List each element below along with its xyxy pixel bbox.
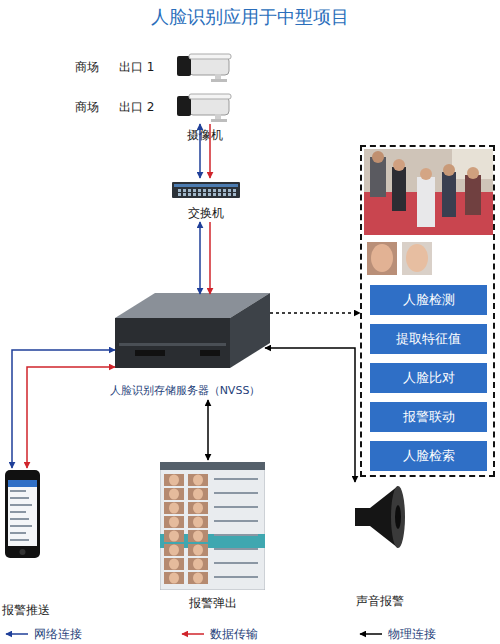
- server-icon-art: [115, 288, 270, 378]
- node-label: 出口 2: [119, 100, 154, 114]
- legend-sample: [182, 633, 204, 635]
- speaker-icon: 声音报警: [350, 482, 410, 552]
- process-label: 人脸检索: [403, 449, 455, 463]
- connector-arrow: [209, 222, 211, 294]
- connector-arrow: [265, 348, 355, 482]
- node-label: 交换机: [156, 206, 256, 220]
- legend-label: 数据传输: [210, 627, 258, 641]
- process-box: 人脸比对: [370, 363, 487, 393]
- switch-icon: 交换机: [172, 180, 240, 200]
- connector-arrow: [209, 124, 211, 178]
- node-label: 出口 1: [119, 60, 154, 74]
- alarm-popup-art: [160, 462, 265, 590]
- node-label: 人脸识别存储服务器（NVSS）: [85, 384, 285, 398]
- process-label: 人脸比对: [403, 371, 455, 385]
- connector-arrow: [199, 222, 201, 294]
- speaker-icon-art: [350, 482, 410, 552]
- caption-label: 摄像机: [155, 128, 255, 142]
- process-label: 报警联动: [403, 410, 455, 424]
- process-group: 人脸检测提取特征值人脸比对报警联动人脸检索: [360, 145, 495, 477]
- switch-icon-art: [172, 180, 240, 200]
- diagram-title: 人脸识别应用于中型项目: [0, 6, 500, 28]
- connector-arrow: [12, 350, 115, 468]
- legend-sample: [360, 633, 382, 635]
- phone-icon-art: [5, 470, 40, 558]
- phone-icon: 报警推送: [5, 470, 40, 558]
- node-label: 声音报警: [340, 594, 420, 608]
- process-box: 报警联动: [370, 402, 487, 432]
- node-label: 商场: [75, 100, 99, 114]
- process-box: 人脸检索: [370, 441, 487, 471]
- connector-arrow: [207, 400, 209, 460]
- node-label: 商场: [75, 60, 99, 74]
- node-label: 报警推送: [2, 603, 50, 617]
- connector-arrow: [270, 312, 360, 314]
- legend-sample: [6, 633, 28, 635]
- process-box: 提取特征值: [370, 324, 487, 354]
- legend-label: 物理连接: [388, 627, 436, 641]
- process-label: 人脸检测: [403, 293, 455, 307]
- process-label: 提取特征值: [396, 332, 461, 346]
- connector-arrow: [27, 367, 115, 468]
- camera-icon-art: [175, 92, 235, 122]
- camera-icon-art: [175, 52, 235, 82]
- camera-icon: 商场出口 2: [175, 92, 235, 122]
- legend-label: 网络连接: [34, 627, 82, 641]
- server-icon: 人脸识别存储服务器（NVSS）: [115, 288, 270, 378]
- process-box: 人脸检测: [370, 285, 487, 315]
- alarm-popup: 报警弹出: [160, 462, 265, 590]
- camera-icon: 商场出口 1: [175, 52, 235, 82]
- node-label: 报警弹出: [160, 596, 265, 610]
- connector-arrow: [199, 124, 201, 178]
